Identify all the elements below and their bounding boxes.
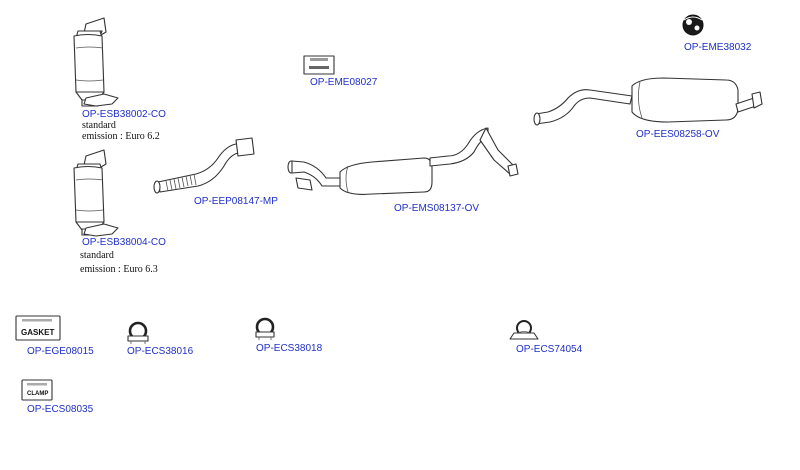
cat-1-emission: emission : Euro 6.2 [82, 131, 160, 142]
rear-silencer-code[interactable]: OP-EES08258-OV [636, 129, 720, 140]
gasket-box-label: GASKET [21, 328, 54, 337]
rubber-mount-drawing[interactable] [682, 14, 704, 36]
clamp-box-code[interactable]: OP-ECS08035 [27, 404, 94, 415]
rubber-mount-code[interactable]: OP-EME38032 [684, 42, 752, 53]
clamp-box-drawing[interactable]: CLAMP [21, 379, 53, 401]
clamp-2-drawing[interactable] [255, 317, 275, 340]
middle-silencer-drawing[interactable] [287, 127, 519, 195]
clamp-2-code[interactable]: OP-ECS38018 [256, 343, 323, 354]
mounting-kit-drawing[interactable] [303, 55, 335, 75]
clamp-3-code[interactable]: OP-ECS74054 [516, 344, 583, 355]
clamp-3-drawing[interactable] [509, 320, 539, 340]
clamp-1-drawing[interactable] [127, 321, 149, 344]
cat-2-code[interactable]: OP-ESB38004-CO [82, 237, 166, 248]
cat-1-type: standard [82, 120, 116, 131]
flex-pipe-code[interactable]: OP-EEP08147-MP [194, 196, 278, 207]
mounting-kit-code[interactable]: OP-EME08027 [310, 77, 378, 88]
cat-1-code[interactable]: OP-ESB38002-CO [82, 109, 166, 120]
cat-2-emission: emission : Euro 6.3 [80, 264, 158, 275]
flex-pipe-drawing[interactable] [153, 137, 255, 194]
clamp-box-label: CLAMP [27, 391, 48, 397]
clamp-1-code[interactable]: OP-ECS38016 [127, 346, 194, 357]
catalytic-converter-2-drawing[interactable] [73, 149, 119, 237]
middle-silencer-code[interactable]: OP-EMS08137-OV [394, 203, 480, 214]
catalytic-converter-1-drawing[interactable] [73, 17, 119, 107]
gasket-box-drawing[interactable]: GASKET [15, 315, 61, 341]
rear-silencer-drawing[interactable] [533, 77, 763, 126]
cat-2-type: standard [80, 250, 114, 261]
gasket-code[interactable]: OP-EGE08015 [27, 346, 94, 357]
